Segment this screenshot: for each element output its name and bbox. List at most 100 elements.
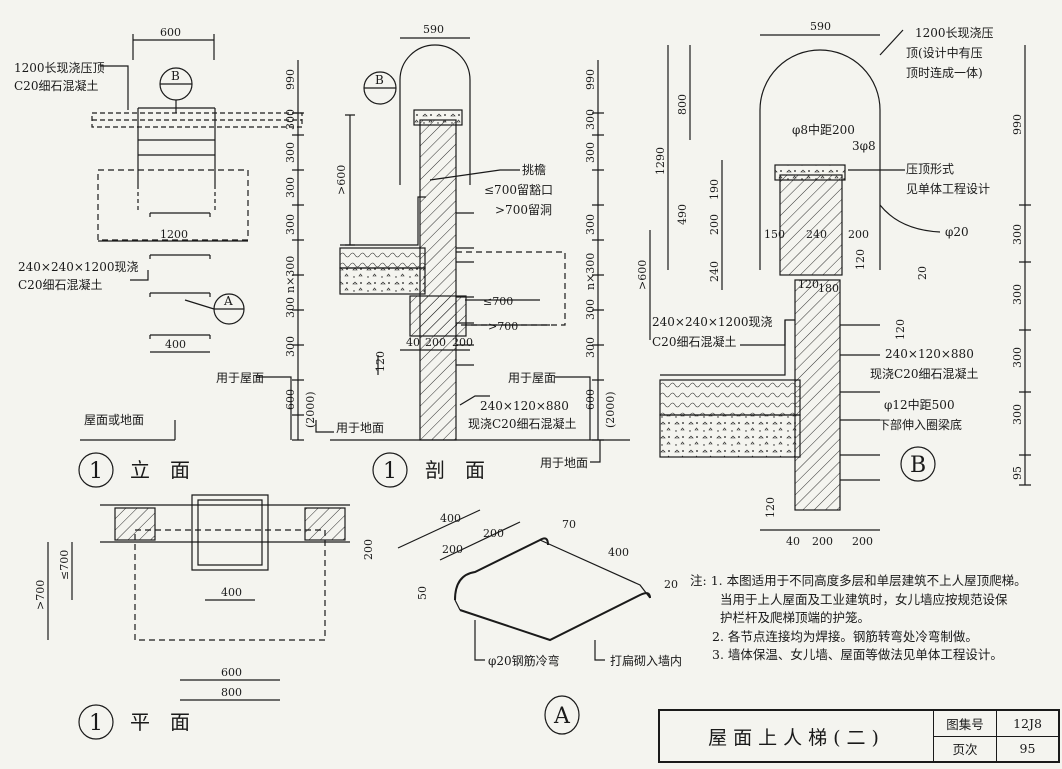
atlas-value: 12J8 (1013, 715, 1042, 731)
b-wall (794, 279, 841, 511)
elev-dim-300f: 300 (284, 336, 297, 357)
a-bar-top (454, 537, 549, 601)
b-dim-120c: 120 (894, 319, 907, 340)
detail-b-view: 590 40 200 200 1290 800 490 190 200 240 … (636, 20, 1031, 548)
b-dim-180: 180 (818, 282, 839, 295)
note-1a: 1. 本图适用于不同高度多层和单层建筑不上人屋顶爬梯。 (710, 573, 1027, 588)
elev-ground-label: 屋面或地面 (84, 413, 144, 427)
b-dim-300a: 300 (1011, 224, 1024, 245)
sec-dim-300b: 300 (584, 142, 597, 163)
b-slab (659, 414, 801, 458)
a-dim-200b: 200 (483, 527, 504, 540)
section-view: 590 B >600 ≤700 >700 挑檐 ≤700留豁口 >700留洞 4… (315, 23, 630, 488)
detail-b-title-circle (900, 446, 936, 482)
sec-slab (339, 267, 426, 295)
note-1c: 护栏杆及爬梯顶端的护笼。 (720, 610, 871, 625)
b-phi12: φ12中距500 (884, 397, 955, 412)
b-dim-120b: 120 (798, 278, 819, 291)
plan-dim-200: 200 (362, 539, 375, 560)
section-title: 剖 面 (425, 458, 485, 482)
b-dim-990: 990 (1011, 114, 1024, 135)
sec-marker-b-text: B (375, 73, 384, 87)
elev-coping-label-2: C20细石混凝土 (14, 78, 98, 93)
plan-ladder (191, 494, 269, 571)
title-block: 屋面上人梯(二) 图集号 12J8 页次 95 (658, 709, 1060, 763)
b-dim-gt600: >600 (636, 260, 649, 290)
sec-insulation (339, 247, 426, 269)
plan-dim-600: 600 (221, 666, 242, 679)
a-dim-50: 50 (416, 586, 429, 600)
sec-ground-label: 用于地面 (336, 421, 384, 435)
elev-dim-300d: 300 (284, 214, 297, 235)
sheet-title: 屋面上人梯(二) (660, 711, 934, 761)
page-label: 页次 (934, 736, 997, 761)
sec-dim-300c: 300 (584, 214, 597, 235)
elev-dim-2000: (2000) (304, 391, 317, 428)
detail-a-title-circle (544, 695, 580, 735)
a-flat-label: 打扁砌入墙内 (610, 654, 682, 668)
elev-marker-a-text: A (223, 294, 233, 308)
plan-dim-400: 400 (221, 586, 242, 599)
b-dim-300c: 300 (1011, 347, 1024, 368)
b-dim-590: 590 (810, 20, 831, 33)
elev-dim-600: 600 (160, 26, 181, 39)
b-dim-190: 190 (708, 179, 721, 200)
notes-head: 注: (690, 573, 707, 588)
a-dim-200a: 200 (442, 543, 463, 556)
notes-block: 注: 1. 本图适用于不同高度多层和单层建筑不上人屋顶爬梯。 当用于上人屋面及工… (690, 572, 1055, 665)
b-beam-4: 现浇C20细石混凝土 (870, 366, 978, 381)
a-bar-bottom (459, 592, 651, 642)
elev-dim-nx300: n×300 (284, 256, 297, 293)
b-dim-200c: 200 (812, 535, 833, 548)
sec-hole: >700留洞 (495, 203, 552, 217)
elevation-view: 600 1200 400 B A 9 (14, 26, 317, 488)
sec-beam: 240×120×880 (480, 399, 569, 413)
section-title-num: 1 (383, 459, 397, 484)
b-dim-490: 490 (676, 204, 689, 225)
sec-dim-300d: 300 (584, 299, 597, 320)
b-dim-240b: 240 (806, 228, 827, 241)
detail-a-title: A (553, 704, 571, 729)
b-dim-200b: 200 (848, 228, 869, 241)
b-dim-120d: 120 (764, 497, 777, 518)
b-phi20: φ20 (945, 225, 969, 239)
b-dim-800: 800 (676, 94, 689, 115)
b-form-1: 压顶形式 (906, 162, 954, 176)
sec-beam-2: 现浇C20细石混凝土 (468, 416, 576, 431)
elev-dim-300c: 300 (284, 177, 297, 198)
b-dim-240: 240 (708, 261, 721, 282)
detail-a-view: 400 200 200 70 400 20 50 φ20钢筋冷弯 打扁砌入墙内 … (397, 509, 682, 735)
a-dim-400b: 400 (608, 546, 629, 559)
a-dim-20: 20 (664, 578, 678, 591)
plan-dim-800: 800 (221, 686, 242, 699)
elev-beam-label: 240×240×1200现浇 (18, 260, 138, 274)
sec-dim-300e: 300 (584, 337, 597, 358)
sec-wall (419, 119, 457, 441)
b-dim-150: 150 (764, 228, 785, 241)
sec-dim-990: 990 (584, 69, 597, 90)
sec-dim-600: 600 (584, 389, 597, 410)
a-dim-70: 70 (562, 518, 576, 531)
elev-dim-400: 400 (165, 338, 186, 351)
plan-title-num: 1 (89, 711, 103, 736)
plan-title: 平 面 (130, 710, 190, 734)
elev-dim-300e: 300 (284, 297, 297, 318)
b-insulation (659, 379, 801, 416)
b-beam-2: C20细石混凝土 (652, 334, 736, 349)
b-dim-40: 40 (786, 535, 800, 548)
elevation-title-num: 1 (89, 459, 103, 484)
elev-dim-990: 990 (284, 69, 297, 90)
b-dim-20: 20 (916, 266, 929, 280)
plan-title-circle (78, 704, 114, 740)
b-parapet (779, 174, 843, 276)
sec-ground-label-2: 用于地面 (540, 456, 588, 470)
sec-dim-2000: (2000) (604, 391, 617, 428)
b-dim-300d: 300 (1011, 404, 1024, 425)
b-phi12-2: 下部伸入圈梁底 (878, 417, 962, 432)
sec-dim-590: 590 (423, 23, 444, 36)
sec-dim-gt600: >600 (335, 165, 348, 195)
sec-dim-gt700b: >700 (488, 320, 518, 333)
b-beam-3: 240×120×880 (885, 347, 974, 361)
detail-b-title: B (910, 453, 926, 478)
